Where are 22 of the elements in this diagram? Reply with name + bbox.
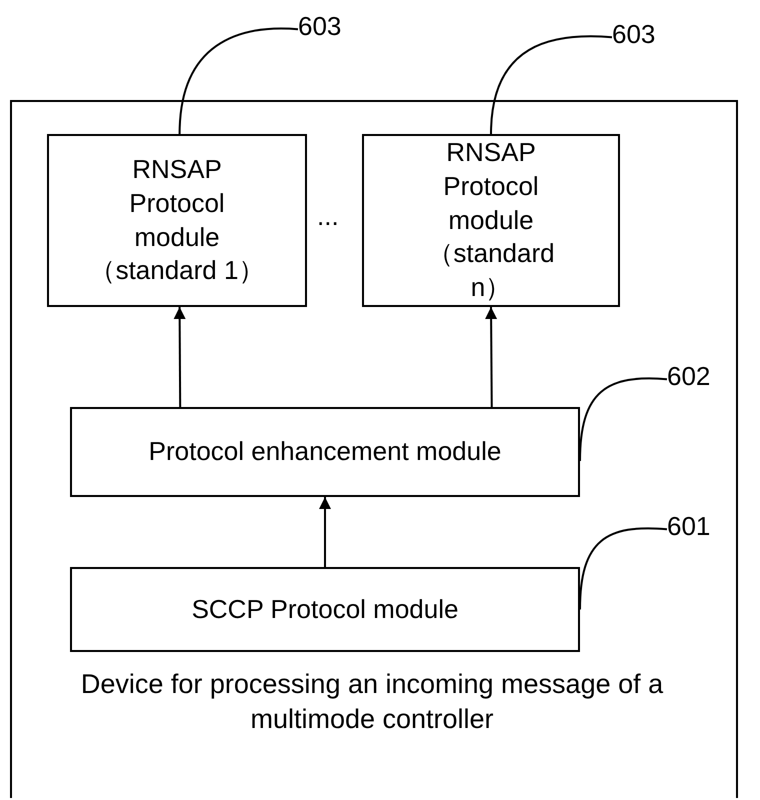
module-label: RNSAP Protocol module （standard 1） — [88, 152, 266, 288]
callout-number: 602 — [667, 360, 727, 392]
module-box — [362, 134, 620, 307]
leader-line — [178, 28, 298, 134]
module-label: Protocol enhancement module — [148, 435, 502, 468]
arrow — [174, 307, 186, 407]
leader-line — [490, 35, 612, 134]
arrow — [319, 497, 331, 567]
module-box — [70, 407, 580, 497]
device-caption: Device for processing an incoming message of a multimode controller — [80, 668, 664, 736]
callout-number: 603 — [612, 18, 672, 50]
module-box — [70, 567, 580, 652]
module-box — [47, 134, 307, 307]
ellipsis-text: ... — [317, 200, 339, 233]
device-frame — [10, 100, 738, 798]
leader-line — [579, 527, 668, 610]
arrow — [485, 307, 498, 407]
module-label: SCCP Protocol module — [190, 592, 460, 626]
callout-number: 601 — [667, 510, 727, 542]
callout-number: 603 — [298, 10, 358, 42]
leader-line — [579, 377, 668, 462]
module-label: RNSAP Protocol module （standard n） — [426, 136, 556, 304]
